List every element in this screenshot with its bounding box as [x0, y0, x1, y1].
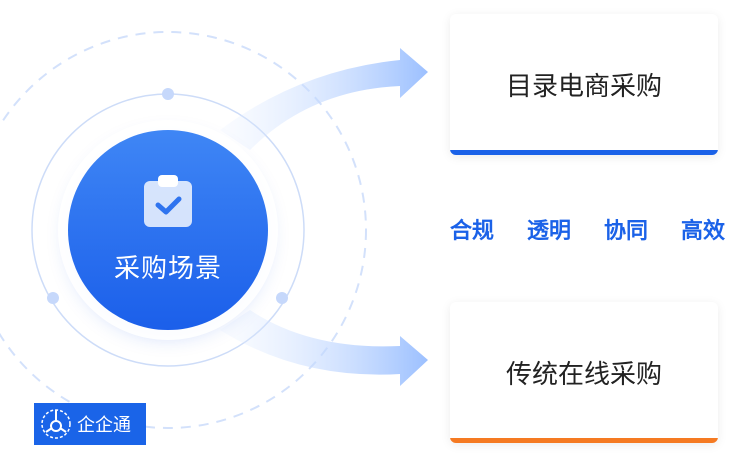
procurement-scenario-circle: 采购场景 [68, 130, 268, 330]
ring-dot [162, 88, 174, 100]
center-label: 采购场景 [113, 254, 222, 284]
clipboard-check-icon [144, 175, 192, 227]
card-accent-bar [450, 438, 718, 443]
value-item: 高效 [680, 219, 725, 244]
dashed-ring [0, 31, 367, 429]
value-item: 合规 [450, 219, 495, 244]
value-item: 透明 [526, 219, 571, 244]
brand-logo: 企企通 [34, 403, 146, 445]
value-item: 协同 [603, 219, 648, 244]
arrow-bottom [220, 310, 428, 386]
card-title: 传统在线采购 [505, 360, 662, 390]
logo-text: 企企通 [77, 415, 131, 436]
arrow-top [220, 48, 428, 150]
ring-dot [47, 292, 59, 304]
card-catalog-ecommerce: 目录电商采购 [450, 14, 718, 155]
card-traditional-online: 传统在线采购 [450, 302, 718, 443]
value-keywords: 合规 透明 协同 高效 [450, 213, 725, 245]
logo-icon [41, 409, 71, 439]
card-title: 目录电商采购 [505, 72, 662, 102]
ring-dot [276, 292, 288, 304]
card-accent-bar [450, 150, 718, 155]
